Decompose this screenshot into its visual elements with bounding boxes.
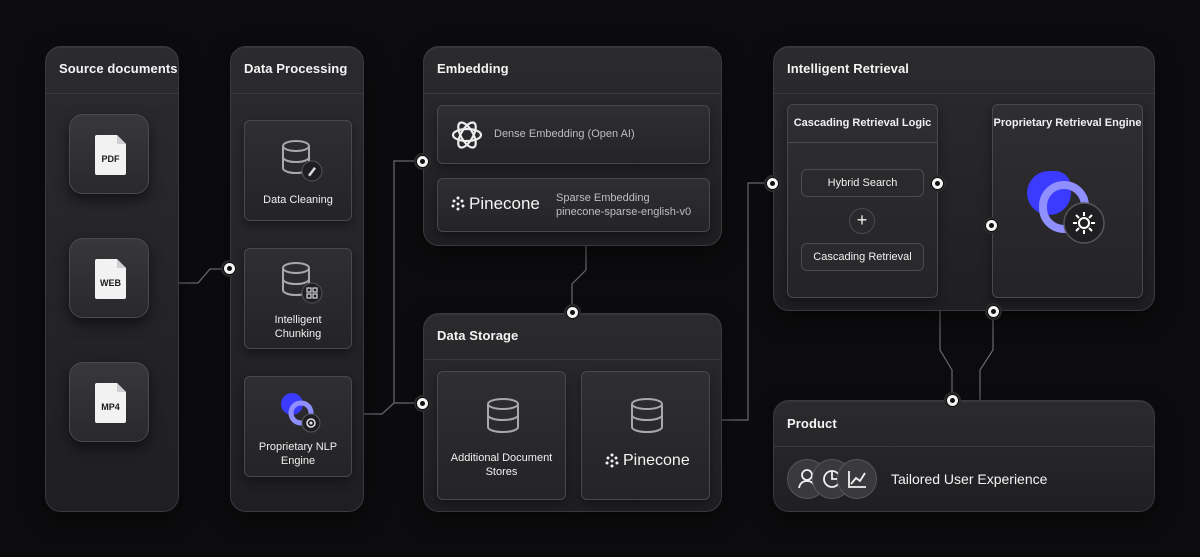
connector-node: [946, 394, 959, 407]
database-grid-icon: [282, 262, 323, 304]
product-panel: Product Tailored User Experience: [773, 400, 1155, 512]
sparse-model-name: pinecone-sparse-english-v0: [556, 206, 692, 218]
dense-embedding-label: Dense Embedding (Open AI): [494, 128, 635, 140]
card-label: Additional Document Stores: [450, 452, 553, 478]
database-icon: [487, 398, 519, 434]
pinecone-logo: Pinecone: [604, 452, 690, 470]
cascading-retrieval-button[interactable]: Cascading Retrieval: [801, 243, 924, 271]
openai-logo-icon: [451, 121, 483, 149]
divider: [788, 142, 937, 143]
sparse-embedding-label: Sparse Embedding: [556, 192, 650, 204]
connector-node: [766, 177, 779, 190]
data-cleaning-card[interactable]: Data Cleaning: [244, 120, 352, 221]
card-title: Proprietary Retrieval Engine: [993, 117, 1142, 129]
document-icon: [95, 135, 126, 175]
panel-title: Data Storage: [437, 328, 519, 343]
panel-title: Embedding: [437, 61, 509, 76]
divider: [46, 93, 178, 94]
connector-node: [985, 219, 998, 232]
panel-title: Source documents: [59, 61, 178, 76]
pinecone-logo: Pinecone: [450, 194, 540, 214]
pinecone-wordmark: Pinecone: [469, 194, 540, 213]
nlp-engine-logo-icon: [281, 393, 321, 433]
document-icon: [95, 259, 126, 299]
cascading-retrieval-logic-card: Cascading Retrieval Logic Hybrid Search …: [787, 104, 938, 298]
pinecone-icon: [451, 196, 465, 211]
panel-title: Data Processing: [244, 61, 348, 76]
file-type-label: PDF: [101, 154, 120, 164]
data-processing-panel: Data Processing Data Cleaning: [230, 46, 364, 512]
intelligent-retrieval-panel: Intelligent Retrieval Cascading Retrieva…: [773, 46, 1155, 311]
panel-title: Product: [787, 416, 837, 431]
pinecone-wordmark: Pinecone: [623, 452, 690, 469]
divider: [774, 446, 1154, 447]
file-type-label: MP4: [101, 402, 120, 412]
connector-node: [987, 305, 1000, 318]
divider: [424, 359, 721, 360]
card-title: Cascading Retrieval Logic: [793, 117, 932, 129]
connector-node: [223, 262, 236, 275]
pinecone-icon: [605, 453, 619, 468]
connector-node: [416, 155, 429, 168]
database-icon: [631, 398, 663, 434]
connector-node: [416, 397, 429, 410]
sparse-embedding-card[interactable]: Pinecone Sparse Embedding pinecone-spars…: [437, 178, 710, 232]
intelligent-chunking-card[interactable]: Intelligent Chunking: [244, 248, 352, 349]
additional-document-stores-card[interactable]: Additional Document Stores: [437, 371, 566, 500]
divider: [774, 93, 1154, 94]
hybrid-search-button[interactable]: Hybrid Search: [801, 169, 924, 197]
document-icon: [95, 383, 126, 423]
panel-title: Intelligent Retrieval: [787, 61, 910, 76]
data-storage-panel: Data Storage Additional Document Stores: [423, 313, 722, 512]
divider: [231, 93, 363, 94]
database-brush-icon: [282, 140, 323, 182]
card-label: Proprietary NLP Engine: [258, 441, 338, 467]
tailored-user-experience-label: Tailored User Experience: [891, 471, 1048, 487]
pdf-file-tile[interactable]: PDF: [69, 114, 149, 194]
pinecone-storage-card[interactable]: Pinecone: [581, 371, 710, 500]
dense-embedding-card[interactable]: Dense Embedding (Open AI): [437, 105, 710, 164]
mp4-file-tile[interactable]: MP4: [69, 362, 149, 442]
card-label: Intelligent Chunking: [274, 314, 322, 340]
proprietary-retrieval-engine-card[interactable]: Proprietary Retrieval Engine: [992, 104, 1143, 298]
connector-node: [931, 177, 944, 190]
line-chart-icon: [837, 459, 877, 499]
retrieval-engine-logo-icon: [1027, 171, 1105, 244]
file-type-label: WEB: [100, 278, 121, 288]
web-file-tile[interactable]: WEB: [69, 238, 149, 318]
embedding-panel: Embedding Dense Embedding (Open AI) Pine…: [423, 46, 722, 246]
card-label: Data Cleaning: [263, 194, 333, 206]
plus-icon: +: [849, 208, 875, 234]
connector-node: [566, 306, 579, 319]
divider: [424, 93, 721, 94]
proprietary-nlp-engine-card[interactable]: Proprietary NLP Engine: [244, 376, 352, 477]
